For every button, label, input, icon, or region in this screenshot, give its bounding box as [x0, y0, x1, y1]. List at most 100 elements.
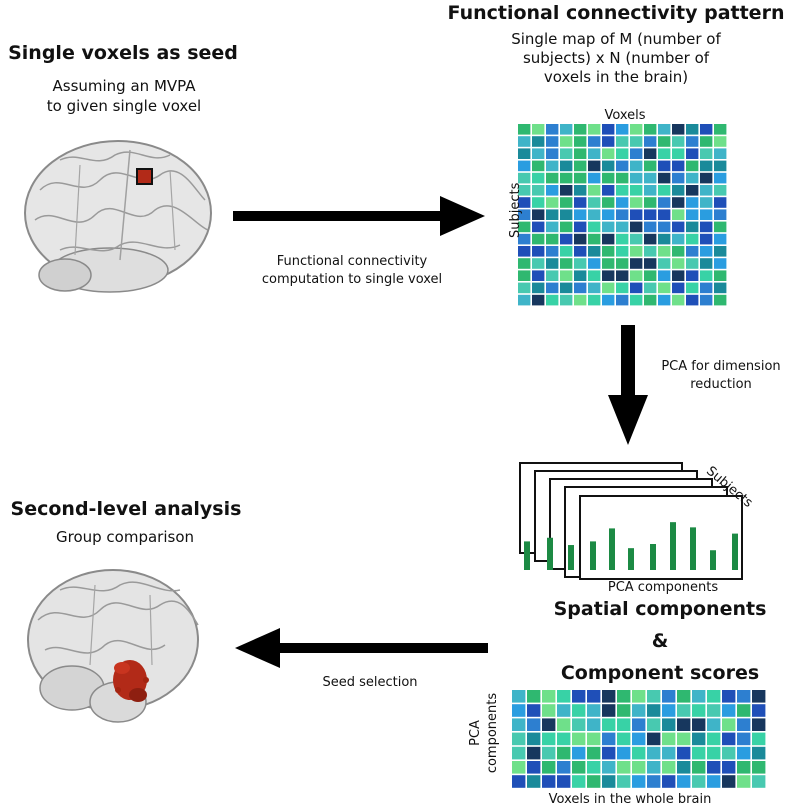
heatmap-cell	[616, 148, 629, 159]
brain-second-level-image	[27, 569, 199, 723]
heatmap-cell	[588, 148, 601, 159]
heatmap-cell	[658, 124, 671, 135]
heatmap-cell	[574, 136, 587, 147]
heatmap-cell	[527, 704, 541, 717]
heatmap-cell	[602, 775, 616, 788]
heatmap-cell	[647, 690, 661, 703]
heatmap-cell	[658, 197, 671, 208]
heatmap-cell	[644, 258, 657, 269]
heatmap-cell	[572, 732, 586, 746]
heatmap-cell	[672, 160, 685, 172]
heatmap-cell	[722, 732, 736, 746]
heatmap-cell	[707, 732, 721, 746]
heatmap-cell	[616, 124, 629, 135]
heatmap-cell	[737, 718, 751, 731]
heatmap-cell	[644, 209, 657, 220]
heatmap-cell	[722, 704, 736, 717]
heatmap-cell	[557, 690, 571, 703]
heatmap-cell	[630, 258, 643, 269]
component-scores-heatmap	[512, 690, 766, 788]
heatmap-cell	[588, 172, 601, 184]
heatmap-cell	[574, 124, 587, 135]
heatmap-cell	[658, 270, 671, 281]
heatmap-cell	[532, 136, 545, 147]
heatmap-cell	[588, 233, 601, 245]
heatmap-cell	[546, 270, 559, 281]
heatmap-cell	[588, 124, 601, 135]
heatmap-cell	[700, 282, 713, 294]
heatmap-cell	[658, 148, 671, 159]
heatmap-cell	[512, 690, 526, 703]
heatmap-cell	[630, 233, 643, 245]
heatmap-cell	[752, 732, 766, 746]
component-scores-title: Component scores	[560, 662, 760, 684]
heatmap-cell	[588, 160, 601, 172]
heatmap-cell	[572, 761, 586, 774]
heatmap-cell	[630, 185, 643, 196]
heatmap-cell	[647, 775, 661, 788]
brain-seed-image	[24, 140, 212, 293]
heatmap-cell	[602, 160, 615, 172]
heatmap-cell	[644, 148, 657, 159]
heatmap-cell	[707, 761, 721, 774]
scores-column-label: Voxels in the whole brain	[548, 792, 712, 807]
heatmap-cell	[616, 221, 629, 233]
heatmap-cell	[617, 690, 631, 703]
heatmap-cell	[546, 197, 559, 208]
heatmap-cell	[647, 704, 661, 717]
heatmap-cell	[692, 746, 706, 760]
heatmap-cell	[560, 172, 573, 184]
heatmap-cell	[644, 197, 657, 208]
heatmap-cell	[737, 775, 751, 788]
heatmap-cell	[532, 233, 545, 245]
stack-bar	[690, 527, 696, 570]
heatmap-cell	[616, 136, 629, 147]
fc-column-label: Voxels	[604, 108, 646, 123]
heatmap-cell	[672, 136, 685, 147]
heatmap-cell	[714, 197, 727, 208]
heatmap-cell	[700, 185, 713, 196]
heatmap-cell	[512, 746, 526, 760]
heatmap-cell	[602, 124, 615, 135]
fc-subtitle-line: Single map of M (number of	[511, 30, 721, 48]
heatmap-cell	[616, 294, 629, 306]
heatmap-cell	[630, 160, 643, 172]
heatmap-cell	[752, 761, 766, 774]
heatmap-cell	[630, 209, 643, 220]
heatmap-cell	[672, 172, 685, 184]
heatmap-cell	[630, 172, 643, 184]
heatmap-cell	[700, 258, 713, 269]
heatmap-cell	[572, 775, 586, 788]
heatmap-cell	[532, 294, 545, 306]
heatmap-cell	[587, 704, 601, 717]
heatmap-cell	[617, 704, 631, 717]
heatmap-cell	[518, 148, 531, 159]
heatmap-cell	[560, 221, 573, 233]
pca-arrow-label: PCA for dimension reduction	[646, 358, 796, 394]
heatmap-cell	[546, 221, 559, 233]
heatmap-cell	[677, 761, 691, 774]
heatmap-cell	[527, 746, 541, 760]
heatmap-cell	[602, 270, 615, 281]
arrow-pca	[608, 325, 648, 445]
heatmap-cell	[532, 209, 545, 220]
heatmap-cell	[662, 746, 676, 760]
heatmap-cell	[588, 282, 601, 294]
heatmap-cell	[557, 732, 571, 746]
second-level-subtitle: Group comparison	[55, 528, 195, 546]
heatmap-cell	[714, 172, 727, 184]
heatmap-cell	[527, 718, 541, 731]
heatmap-cell	[557, 746, 571, 760]
heatmap-cell	[572, 690, 586, 703]
heatmap-cell	[602, 148, 615, 159]
heatmap-cell	[714, 246, 727, 257]
heatmap-cell	[532, 197, 545, 208]
heatmap-cell	[602, 732, 616, 746]
stack-x-label: PCA components	[607, 580, 719, 595]
spatial-components-title: Spatial components	[553, 598, 767, 620]
heatmap-cell	[574, 172, 587, 184]
heatmap-cell	[714, 185, 727, 196]
heatmap-cell	[686, 233, 699, 245]
heatmap-cell	[677, 732, 691, 746]
heatmap-cell	[658, 246, 671, 257]
